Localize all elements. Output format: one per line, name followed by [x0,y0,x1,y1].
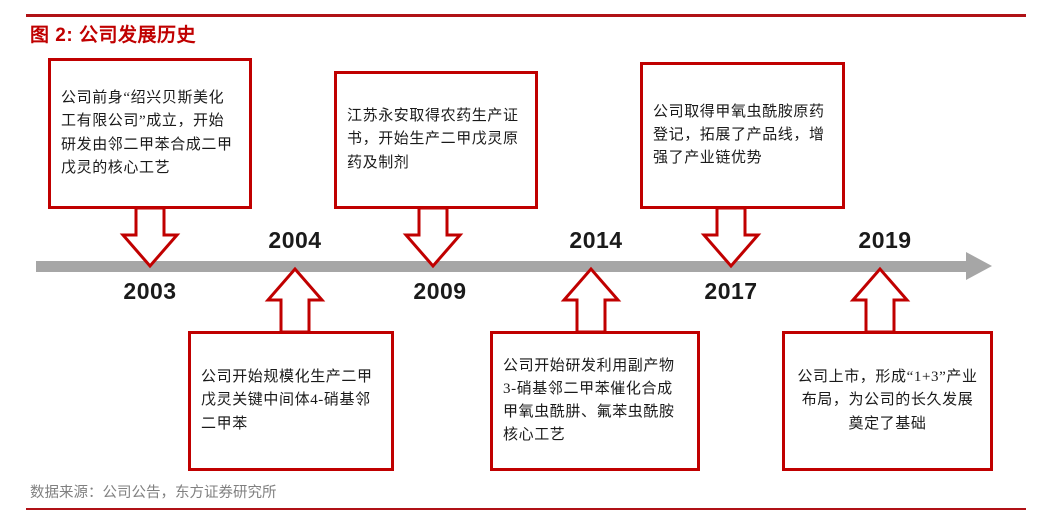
event-box-2017[interactable]: 公司取得甲氧虫酰胺原药登记，拓展了产品线，增强了产业链优势 [640,62,845,209]
event-text-2019: 公司上市，形成“1+3”产业布局，为公司的长久发展奠定了基础 [797,369,978,432]
connector-up-2019 [849,266,911,334]
timeline-arrowhead-icon [966,252,992,280]
top-rule [26,14,1026,17]
timeline-bar [36,261,976,272]
event-box-2003[interactable]: 公司前身“绍兴贝斯美化工有限公司”成立，开始研发由邻二甲苯合成二甲戊灵的核心工艺 [48,58,252,209]
figure-source: 数据来源：公司公告，东方证券研究所 [30,485,277,501]
connector-up-2004 [264,266,326,334]
year-label-2014: 2014 [569,227,623,253]
event-text-2004: 公司开始规模化生产二甲戊灵关键中间体4-硝基邻二甲苯 [201,369,373,432]
event-text-2009: 江苏永安取得农药生产证书，开始生产二甲戊灵原药及制剂 [347,108,519,171]
event-box-2014[interactable]: 公司开始研发利用副产物3-硝基邻二甲苯催化合成甲氧虫酰肼、氟苯虫酰胺核心工艺 [490,331,700,471]
year-label-2003: 2003 [123,278,177,304]
connector-down-2003 [119,206,181,269]
event-text-2003: 公司前身“绍兴贝斯美化工有限公司”成立，开始研发由邻二甲苯合成二甲戊灵的核心工艺 [61,90,233,176]
year-label-2009: 2009 [413,278,467,304]
event-box-2004[interactable]: 公司开始规模化生产二甲戊灵关键中间体4-硝基邻二甲苯 [188,331,394,471]
event-box-2009[interactable]: 江苏永安取得农药生产证书，开始生产二甲戊灵原药及制剂 [334,71,538,209]
event-text-2014: 公司开始研发利用副产物3-硝基邻二甲苯催化合成甲氧虫酰肼、氟苯虫酰胺核心工艺 [503,357,675,444]
event-box-2019[interactable]: 公司上市，形成“1+3”产业布局，为公司的长久发展奠定了基础 [782,331,993,471]
year-label-2019: 2019 [858,227,912,253]
figure-title: 图 2: 公司发展历史 [30,25,196,46]
bottom-rule [26,508,1026,510]
connector-down-2009 [402,206,464,269]
year-label-2017: 2017 [704,278,758,304]
event-text-2017: 公司取得甲氧虫酰胺原药登记，拓展了产品线，增强了产业链优势 [653,103,825,167]
connector-down-2017 [700,206,762,269]
year-label-2004: 2004 [268,227,322,253]
connector-up-2014 [560,266,622,334]
